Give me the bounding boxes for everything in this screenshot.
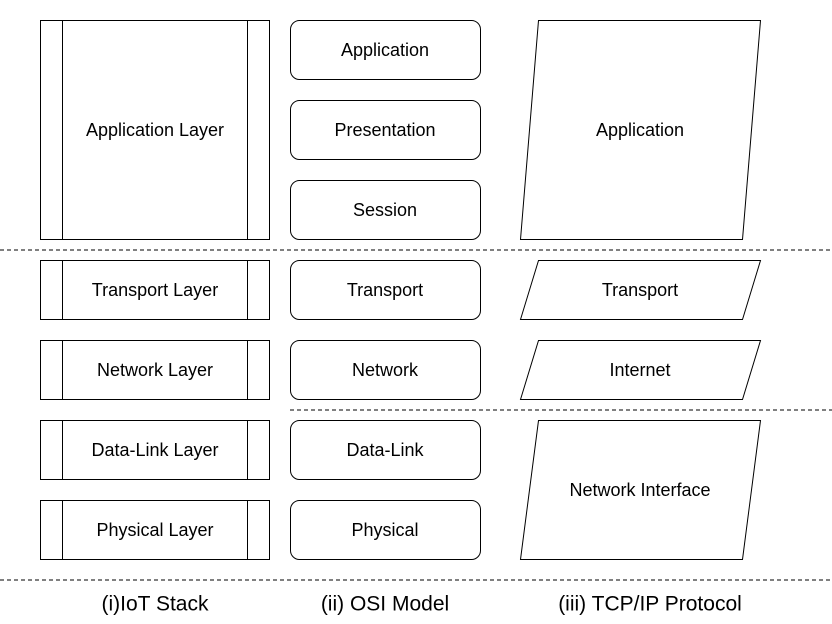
iot-layer-data-link (40, 420, 270, 480)
iot-layer-application (40, 20, 270, 240)
iot-layer-label: Network Layer (97, 360, 213, 380)
tcpip-layer-transport (519, 260, 762, 320)
tcpip-layer-application (519, 20, 762, 240)
osi-layer-data-link (290, 420, 481, 480)
iot-layer-network (40, 340, 270, 400)
osi-layer-presentation (290, 100, 481, 160)
osi-model-caption: (ii) OSI Model (321, 593, 449, 616)
tcpip-layer-label: Network Interface (569, 480, 710, 500)
iot-layer-label: Data-Link Layer (91, 440, 218, 460)
tcpip-protocol-caption: (iii) TCP/IP Protocol (558, 593, 742, 616)
tcpip-layer-network-interface (519, 420, 762, 560)
osi-layer-transport (290, 260, 481, 320)
osi-layer-label: Physical (351, 520, 418, 540)
osi-layer-session (290, 180, 481, 240)
osi-layer-label: Transport (347, 280, 423, 300)
osi-layer-physical (290, 500, 481, 560)
tcpip-layer-internet (519, 340, 762, 400)
osi-layer-label: Network (352, 360, 419, 380)
osi-layer-label: Application (341, 40, 429, 60)
tcpip-layer-label: Transport (602, 280, 678, 300)
iot-stack-caption: (i)IoT Stack (102, 593, 209, 616)
iot-layer-label: Physical Layer (96, 520, 213, 540)
osi-layer-network (290, 340, 481, 400)
osi-layer-label: Data-Link (346, 440, 424, 460)
osi-layer-label: Presentation (334, 120, 435, 140)
iot-layer-label: Application Layer (86, 120, 224, 140)
osi-layer-label: Session (353, 200, 417, 220)
iot-layer-transport (40, 260, 270, 320)
osi-layer-application (290, 20, 481, 80)
tcpip-layer-label: Application (596, 120, 684, 140)
tcpip-layer-label: Internet (609, 360, 670, 380)
iot-layer-physical (40, 500, 270, 560)
iot-layer-label: Transport Layer (92, 280, 218, 300)
